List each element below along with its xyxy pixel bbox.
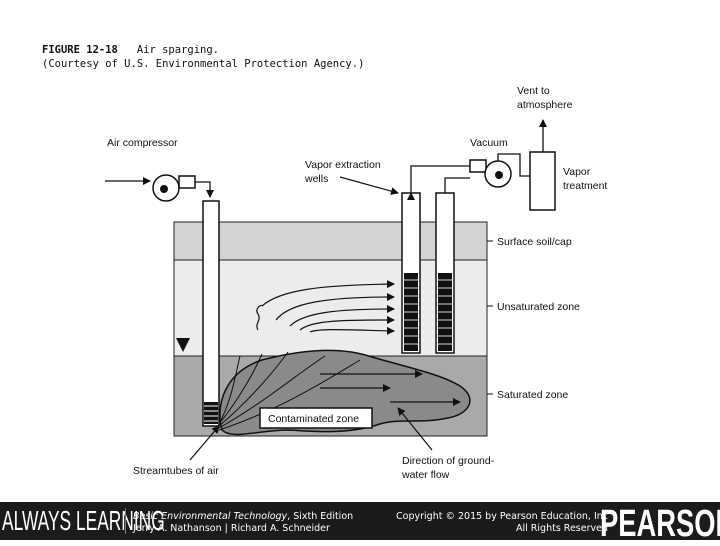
label-vapor-extraction-1: Vapor extraction [305, 159, 381, 171]
label-vapor-treatment-1: Vapor [563, 166, 591, 178]
figure-credit: (Courtesy of U.S. Environmental Protecti… [42, 58, 365, 70]
air-streamtubes [218, 351, 361, 431]
figure-caption: FIGURE 12-18 Air sparging. (Courtesy of … [42, 43, 364, 71]
well-2-pipe [444, 177, 470, 193]
book-authors: Jerry A. Nathanson | Richard A. Schneide… [133, 523, 330, 534]
vapor-extraction-pointer [339, 176, 399, 195]
vacuum-pump-icon [469, 159, 512, 188]
compressor-feed-line [195, 181, 214, 198]
footer-bar: ALWAYS LEARNING Basic Environmental Tech… [0, 502, 720, 545]
vapor-treatment-unit [529, 151, 556, 211]
streamtube-pointer [189, 425, 220, 461]
always-learning-logo: ALWAYS LEARNING [2, 505, 165, 536]
surface-soil-layer [173, 221, 488, 261]
label-vent-1: Vent to [517, 85, 550, 97]
water-table-marker [176, 338, 190, 352]
vapor-extraction-well-1 [401, 192, 421, 354]
well-screen-slots [404, 279, 452, 345]
copyright-notice: Copyright © 2015 by Pearson Education, I… [396, 511, 608, 535]
figure-number: FIGURE 12-18 [42, 44, 118, 56]
label-streamtubes: Streamtubes of air [133, 465, 219, 477]
vapor-extraction-well-2 [435, 192, 455, 354]
vapor-flow-arrows [256, 280, 395, 335]
unsaturated-zone-layer [173, 259, 488, 357]
rights-line: All Rights Reserved [516, 523, 608, 534]
label-surface-soil: Surface soil/cap [497, 236, 572, 248]
label-vapor-extraction-2: wells [304, 173, 328, 185]
footer-divider [125, 508, 126, 534]
groundwater-pointer [397, 407, 433, 451]
label-saturated-zone: Saturated zone [497, 389, 568, 401]
label-groundwater-1: Direction of ground- [402, 455, 495, 467]
label-air-compressor: Air compressor [107, 137, 178, 149]
book-title: Basic Environmental Technology [133, 511, 288, 522]
air-compressor-icon [152, 174, 196, 202]
label-vapor-treatment-2: treatment [563, 180, 607, 192]
sparge-well [202, 200, 220, 427]
label-groundwater-2: water flow [401, 469, 450, 481]
label-vacuum: Vacuum [470, 137, 508, 149]
pearson-logo: PEARSON [600, 503, 720, 545]
contaminated-zone-box [259, 407, 373, 429]
zone-leader-lines [487, 240, 493, 395]
air-sparging-diagram: Air compressor Vapor extraction wells Va… [105, 85, 607, 481]
label-unsaturated-zone: Unsaturated zone [497, 301, 580, 313]
well-1-pipe [407, 165, 470, 200]
book-citation: Basic Environmental Technology, Sixth Ed… [133, 511, 353, 535]
sparge-well-screen [204, 402, 218, 424]
book-edition: , Sixth Edition [287, 511, 354, 522]
figure-title: Air sparging. [136, 44, 220, 56]
label-contaminated-zone: Contaminated zone [268, 413, 359, 425]
vacuum-to-treatment-pipe [497, 153, 530, 177]
copyright-line: Copyright © 2015 by Pearson Education, I… [396, 511, 608, 522]
label-vent-2: atmosphere [517, 99, 573, 111]
